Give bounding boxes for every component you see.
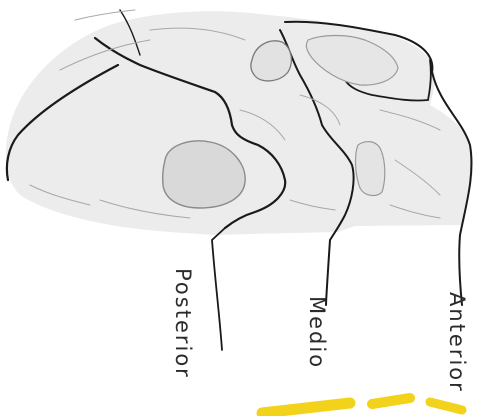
highlighter-marks bbox=[262, 398, 462, 413]
posterior-label-leader bbox=[212, 228, 225, 350]
label-medio: Medio bbox=[305, 296, 329, 369]
label-posterior: Posterior bbox=[171, 268, 195, 379]
anterior-process bbox=[356, 142, 385, 196]
label-anterior: Anterior bbox=[445, 292, 469, 393]
